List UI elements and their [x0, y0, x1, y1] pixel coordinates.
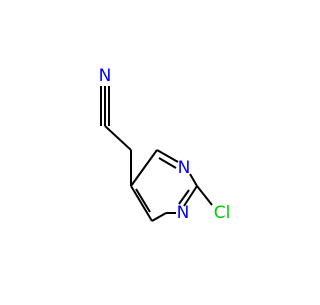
bond-cn-ch2 — [104, 125, 132, 151]
bond-c2-cl — [196, 185, 213, 206]
atom-label-n3: N — [178, 158, 191, 178]
bond-n1-c6 — [151, 212, 167, 222]
atom-label-n-nitrile: N — [99, 66, 112, 86]
bond-n3-c2 — [189, 173, 198, 187]
molecule-structure: N N N Cl — [99, 66, 231, 223]
atom-label-n1: N — [177, 203, 190, 223]
bond-c6-c5-inner — [135, 188, 151, 213]
bond-c4-n3 — [156, 149, 179, 163]
bond-c5-c4 — [130, 149, 158, 187]
bond-c6-c5 — [130, 185, 153, 222]
atom-label-cl: Cl — [214, 203, 231, 223]
bond-c2-n1-inner — [178, 189, 190, 205]
molecule-canvas: N N N Cl — [99, 66, 231, 223]
bond-c4-n3-inner — [158, 157, 177, 169]
bond-c2-n1 — [183, 185, 198, 207]
